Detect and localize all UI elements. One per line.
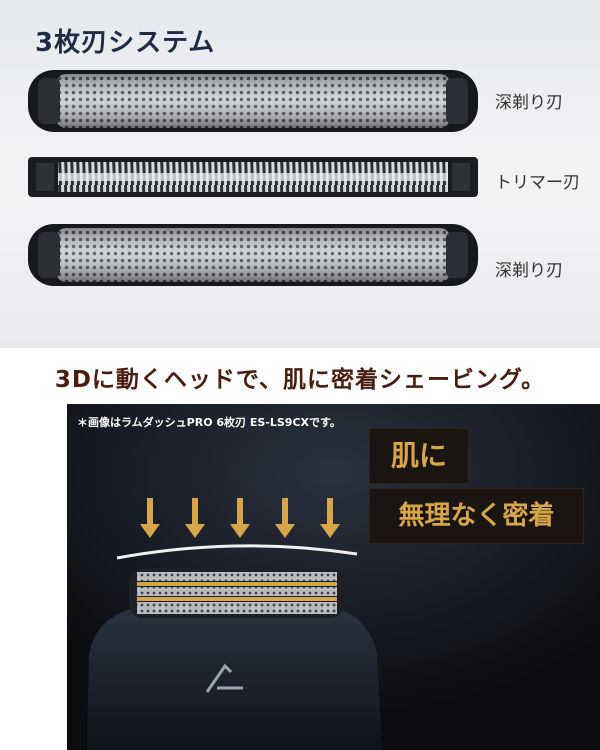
blade-label-deep-shave-2: 深剃り刃 xyxy=(495,261,563,281)
image-note: ＊画像はラムダッシュPRO 6枚刃 ES-LS9CXです。 xyxy=(77,416,341,429)
shaver-body xyxy=(87,604,382,750)
head-contact-panel: ＊画像はラムダッシュPRO 6枚刃 ES-LS9CXです。 肌に 無理なく密着 xyxy=(67,404,600,750)
brand-logo-icon xyxy=(205,663,243,693)
blade-label-trimmer: トリマー刃 xyxy=(495,173,580,193)
deep-shave-foil-image-1 xyxy=(28,70,478,132)
blade-label-deep-shave-1: 深剃り刃 xyxy=(495,93,563,113)
pressure-arrows xyxy=(140,498,340,538)
shaver-head-blades xyxy=(129,568,345,618)
shaver-head-illustration xyxy=(67,404,600,750)
badge-close-fit: 無理なく密着 xyxy=(369,488,584,544)
badge-skin: 肌に xyxy=(369,428,469,484)
deep-shave-foil-image-2 xyxy=(28,224,478,286)
blade-system-panel: 3枚刃システム 深剃り刃 xyxy=(0,0,600,348)
feature-caption: 3Dに動くヘッドで、肌に密着シェービング。 xyxy=(54,367,546,393)
blade-system-title: 3枚刃システム xyxy=(35,28,216,58)
skin-contour-line xyxy=(116,544,358,560)
trimmer-blade-image xyxy=(28,157,478,197)
